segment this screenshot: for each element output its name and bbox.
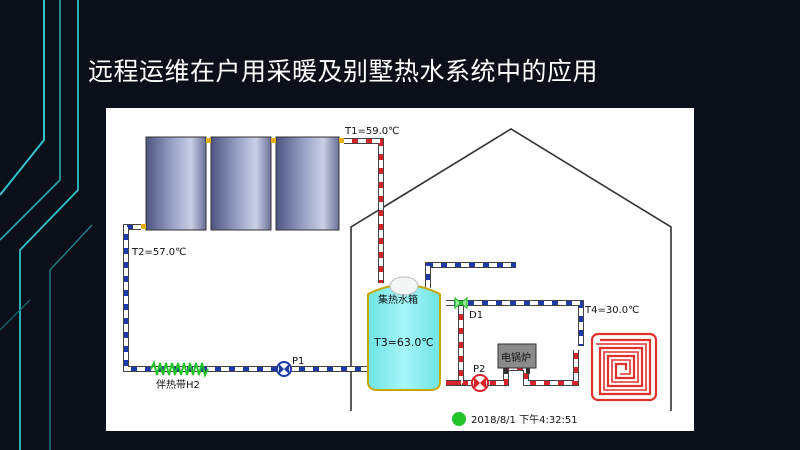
sensor-t3-label: T3=63.0℃	[373, 336, 434, 349]
sensor-t4-label: T4=30.0℃	[584, 305, 639, 316]
page-title: 远程运维在户用采暖及别墅热水系统中的应用	[88, 57, 599, 86]
tank-label: 集热水箱	[378, 293, 418, 306]
pump-p2-label: P2	[473, 364, 485, 375]
electric-boiler	[497, 343, 537, 374]
floor-heating-coil	[590, 332, 658, 402]
valve-d1-icon[interactable]	[454, 296, 468, 310]
system-diagram: T1=59.0℃ T2=57.0℃ T3=63.0℃ T4=30.0℃ 集热水箱…	[106, 108, 694, 431]
pump-p1-label: P1	[292, 356, 304, 367]
status-indicator	[452, 412, 466, 426]
boiler-label: 电锅炉	[501, 351, 531, 364]
pump-p2-icon[interactable]	[471, 374, 489, 392]
hot-water-tank	[367, 276, 441, 391]
valve-d1-label: D1	[469, 310, 483, 321]
solar-collectors	[141, 136, 344, 231]
heating-supply-pipe	[446, 300, 584, 346]
timestamp: 2018/8/1 下午4:32:51	[471, 413, 578, 426]
cold-return-pipe	[123, 224, 368, 372]
house-outline	[350, 128, 672, 411]
heat-tape-label: 伴热带H2	[156, 378, 200, 391]
heat-tape-h2	[150, 360, 209, 378]
sensor-t2-label: T2=57.0℃	[131, 247, 186, 258]
hot-supply-pipe	[344, 138, 384, 283]
solar-panel	[145, 136, 207, 231]
sensor-t1-label: T1=59.0℃	[344, 126, 399, 137]
solar-panel	[275, 136, 340, 231]
dhw-outlet-pipe	[425, 262, 516, 288]
pump-p1-icon[interactable]	[276, 361, 292, 377]
solar-panel	[210, 136, 272, 231]
